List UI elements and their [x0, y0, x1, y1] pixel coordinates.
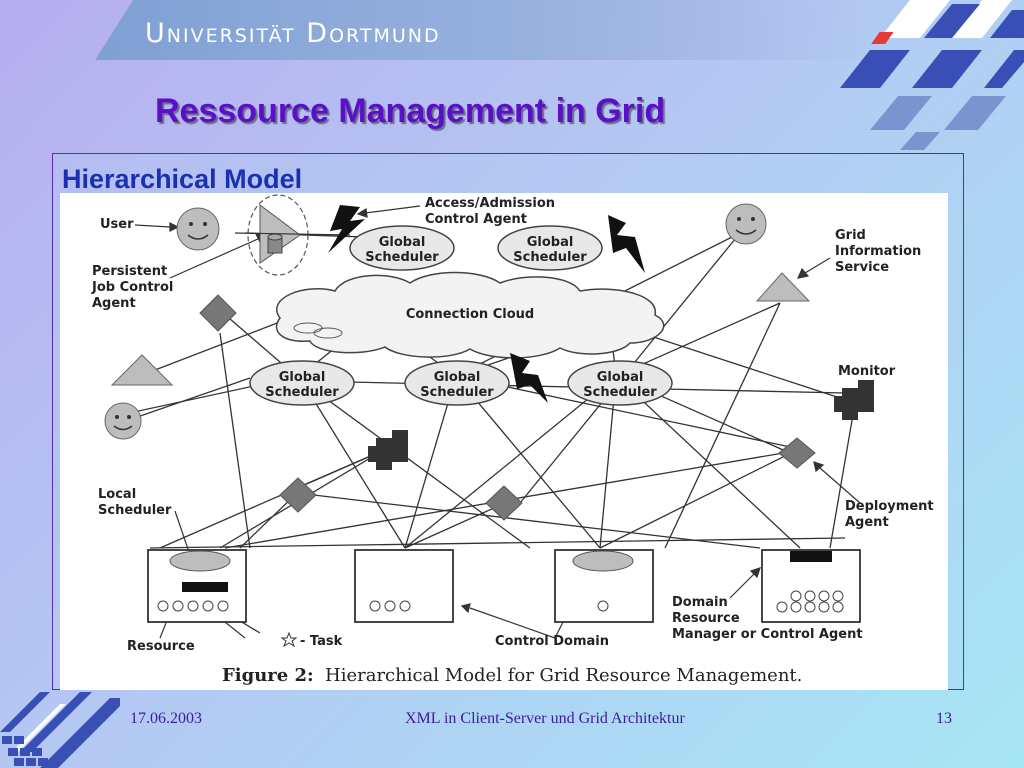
connection-cloud-label: Connection Cloud [406, 307, 534, 322]
slide-title: Ressource Management in Grid [155, 92, 666, 130]
control-domain-box [354, 549, 454, 623]
label-deployment-agent: Agent [845, 515, 889, 530]
label-control-agent: Control Agent [425, 212, 527, 227]
grid-information-service-icon [755, 272, 811, 302]
label-deployment: Deployment [845, 499, 934, 514]
global-scheduler: Global Scheduler [567, 360, 673, 406]
deployment-agent-icon [778, 437, 816, 469]
deployment-agent-icon [279, 477, 317, 513]
control-domain-box [761, 549, 861, 623]
svg-text:Scheduler: Scheduler [265, 385, 339, 400]
task-star-icon [280, 631, 298, 648]
figure-caption: Hierarchical Model for Grid Resource Man… [325, 665, 802, 686]
header-banner [95, 0, 875, 60]
page-number: 13 [936, 710, 952, 727]
footer-title: XML in Client-Server und Grid Architektu… [405, 710, 685, 727]
section-heading: Hierarchical Model [62, 164, 303, 194]
connection-cloud [275, 271, 665, 359]
svg-text:Scheduler: Scheduler [583, 385, 657, 400]
label-control-domain: Control Domain [495, 634, 609, 649]
label-local: Local [98, 487, 136, 502]
monitor-icon [368, 430, 408, 470]
figure-caption-number: Figure 2: [222, 665, 314, 686]
footer-logo [0, 692, 120, 768]
global-scheduler: Global Scheduler [497, 225, 603, 271]
user-smiley-icon [176, 207, 220, 251]
control-domain-box [147, 549, 247, 623]
label-domain: Domain [672, 595, 728, 610]
university-name: Universität Dortmund [145, 18, 441, 49]
svg-text:Global: Global [379, 235, 426, 250]
university-logo [840, 0, 1024, 150]
hierarchical-model-figure: Connection Cloud Global Scheduler Global… [60, 193, 948, 690]
label-service: Service [835, 260, 889, 275]
global-scheduler: Global Scheduler [249, 360, 355, 406]
svg-text:Scheduler: Scheduler [420, 385, 494, 400]
triangle-icon [110, 354, 174, 386]
global-scheduler: Global Scheduler [349, 225, 455, 271]
label-resource-2: Resource [672, 611, 740, 626]
label-access-admission: Access/Admission [425, 196, 555, 211]
svg-text:Global: Global [597, 370, 644, 385]
persistent-job-control-agent-icon [199, 294, 237, 332]
monitor-icon [834, 380, 874, 420]
lightning-icon [328, 205, 645, 403]
user-smiley-icon [725, 203, 767, 245]
label-agent: Agent [92, 296, 136, 311]
control-domain-box [554, 549, 654, 623]
label-resource: Resource [127, 639, 195, 654]
svg-text:Global: Global [434, 370, 481, 385]
svg-text:Scheduler: Scheduler [365, 250, 439, 265]
label-user: User [100, 217, 134, 232]
label-job-control: Job Control [91, 280, 173, 295]
svg-text:Global: Global [527, 235, 574, 250]
label-task: - Task [300, 634, 343, 649]
user-smiley-icon [104, 402, 142, 440]
label-local-scheduler: Scheduler [98, 503, 172, 518]
access-admission-agent-icon [234, 194, 351, 276]
label-monitor: Monitor [838, 364, 896, 379]
label-information: Information [835, 244, 921, 259]
global-scheduler: Global Scheduler [404, 360, 510, 406]
svg-text:Scheduler: Scheduler [513, 250, 587, 265]
label-persistent: Persistent [92, 264, 167, 279]
svg-text:Global: Global [279, 370, 326, 385]
diagram-svg: Connection Cloud Global Scheduler Global… [91, 194, 934, 686]
footer-date: 17.06.2003 [130, 710, 202, 727]
deployment-agent-icon [485, 485, 523, 521]
label-grid: Grid [835, 228, 866, 243]
label-manager-control-agent: Manager or Control Agent [672, 627, 863, 642]
